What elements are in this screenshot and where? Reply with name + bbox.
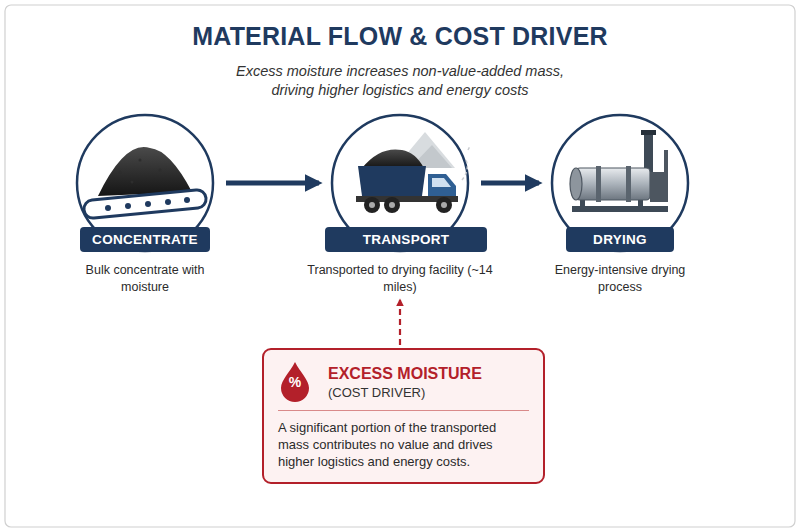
process-stage: TRANSPORTTransported to drying facility … (325, 115, 475, 296)
dashed-callout-arrow (399, 300, 401, 345)
rotary-dryer (570, 130, 668, 212)
cost-driver-box: %EXCESS MOISTURE(COST DRIVER) A significa… (262, 348, 545, 484)
flow-arrow (226, 181, 319, 186)
stage-circle (552, 115, 688, 251)
stage-banner: CONCENTRATE (80, 227, 210, 252)
callout-subheading: (COST DRIVER) (278, 384, 529, 401)
stage-circle (77, 115, 213, 251)
frame (5, 5, 795, 527)
illustration-slot (545, 115, 695, 227)
illustration-slot (70, 115, 220, 227)
stage-banner: DRYING (566, 227, 674, 252)
stage-description: Transported to drying facility (~14 mile… (303, 262, 498, 296)
stage-description: Bulk concentrate with moisture (85, 262, 205, 296)
diagram-title: MATERIAL FLOW & COST DRIVER (0, 22, 800, 51)
callout-heading: EXCESS MOISTURE (278, 364, 529, 384)
callout-body: A significant portion of the transported… (278, 419, 529, 470)
divider-line (278, 410, 529, 411)
illustration-slot (325, 115, 475, 227)
stage-description: Energy-intensive drying process (540, 262, 700, 296)
truck (356, 132, 470, 213)
process-stage: DRYINGEnergy-intensive drying process (545, 115, 695, 296)
conveyor-pile (84, 147, 206, 218)
flow-arrow (481, 181, 539, 186)
stage-banner: TRANSPORT (325, 227, 487, 252)
subtitle-note: Excess moisture increases non-value-adde… (225, 62, 575, 100)
process-stage: CONCENTRATE Bulk concentrate with moistur… (70, 115, 220, 296)
percent-symbol: % (278, 374, 312, 390)
